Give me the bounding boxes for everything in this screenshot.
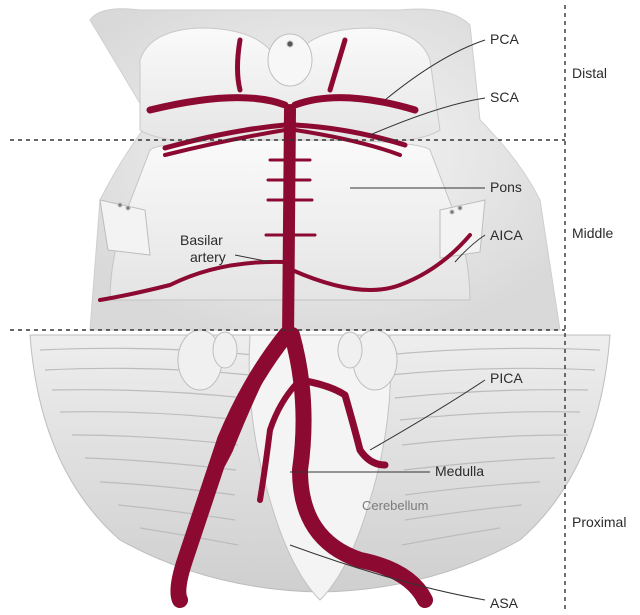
label-pica: PICA xyxy=(490,370,523,386)
region-distal: Distal xyxy=(572,65,607,81)
region-proximal: Proximal xyxy=(572,514,626,530)
region-middle: Middle xyxy=(572,225,613,241)
basilar-artery xyxy=(288,110,290,340)
midbrain-landmarks xyxy=(268,34,312,86)
region-labels: Distal Middle Proximal xyxy=(572,65,626,530)
label-sca: SCA xyxy=(490,89,519,105)
label-aica: AICA xyxy=(490,227,523,243)
label-asa: ASA xyxy=(490,595,519,611)
label-basilar-1: Basilar xyxy=(180,232,223,248)
label-basilar-2: artery xyxy=(190,249,226,265)
label-pca: PCA xyxy=(490,31,519,47)
label-pons: Pons xyxy=(490,179,522,195)
label-cerebellum: Cerebellum xyxy=(362,498,428,513)
label-medulla: Medulla xyxy=(435,463,484,479)
